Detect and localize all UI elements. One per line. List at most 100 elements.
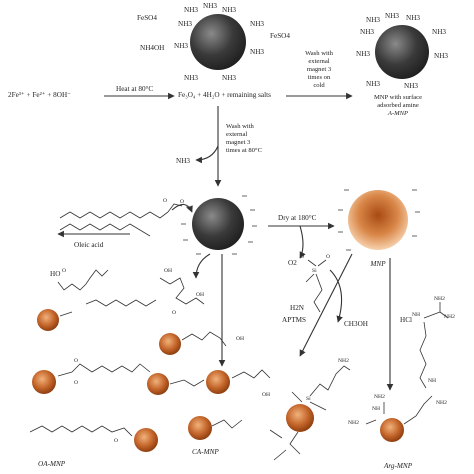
aptms-label: APTMS — [282, 316, 306, 324]
citric-acid-free — [159, 277, 205, 305]
amine-mnp-nh3-2: NH3 — [385, 12, 399, 20]
amine-mnp-nh3-8: NH3 — [366, 80, 380, 88]
center-particle-group — [181, 195, 257, 255]
hot-wash-line-2: external — [226, 131, 247, 138]
salt-label-a: FeSO4 — [137, 14, 157, 22]
arg-nh2-a: NH2 — [434, 296, 445, 302]
arg-nh-a: NH — [412, 312, 420, 318]
attack-arrow — [171, 203, 193, 213]
ca-particle — [206, 370, 230, 394]
oleic-chain-lower — [59, 223, 151, 237]
precursor-amine-5: NH3 — [250, 20, 264, 28]
cold-wash-line-4: times on — [308, 74, 331, 81]
ca-link-c — [231, 369, 271, 379]
amine-mnp-nh3-6: NH3 — [356, 50, 370, 58]
cold-wash-line-3: magnet 3 — [307, 66, 332, 73]
ca-particle — [188, 416, 212, 440]
amine-mnp-nh3-5: NH3 — [432, 28, 446, 36]
oa-particle — [134, 428, 158, 452]
methoxy-o: O — [326, 254, 330, 260]
silane-si-label: Si — [306, 396, 311, 402]
amine-mnp-nh3-3: NH3 — [406, 14, 420, 22]
aptms-reagent: Si O O H2N APTMS CH3OH — [282, 253, 368, 357]
center-mnp-particle — [192, 198, 244, 250]
cold-wash-line-2: external — [308, 58, 329, 65]
amine-mnp-label: A-MNP — [387, 110, 408, 117]
ca-particle — [159, 333, 181, 355]
arg-nh2-d: NH2 — [348, 420, 359, 426]
aptms-bonds — [305, 259, 327, 313]
oleic-acid-approach: O O Oleic acid — [57, 198, 193, 249]
amine-mnp-nh3-7: NH3 — [434, 52, 448, 60]
oa-link — [59, 311, 73, 317]
oxidized-mnp-particle — [348, 190, 408, 250]
precursor-amine-4: NH3 — [178, 20, 192, 28]
salt-label-b: FeSO4 — [270, 32, 290, 40]
silane-amine-label: NH2 — [338, 358, 349, 364]
precursor-amine-2: NH3 — [203, 2, 217, 10]
citric-attack-arrow — [192, 253, 211, 279]
citric-o: O — [172, 310, 176, 316]
precursor-amine-8: NH3 — [184, 74, 198, 82]
amine-mnp-caption-2: adsorbed amine — [377, 102, 419, 109]
arg-nh2-b: NH2 — [444, 314, 455, 320]
hot-wash-line-4: times at 80°C — [226, 147, 263, 154]
oleic-o: O — [114, 438, 118, 444]
precursor-amine-1: NH3 — [184, 6, 198, 14]
amine-mnp-nh3-4: NH3 — [360, 28, 374, 36]
hcl-label: HCl — [400, 316, 412, 324]
hot-wash-line-3: magnet 3 — [226, 139, 251, 146]
arg-mnp-label: Arg-MNP — [383, 462, 413, 470]
oxygen-label: O2 — [288, 259, 297, 267]
oxidized-mnp-group: MNP — [338, 189, 420, 268]
amine-mnp-group: NH3 NH3 NH3 NH3 NH3 NH3 NH3 NH3 NH3 MNP … — [356, 12, 448, 117]
siloxane-bonds — [289, 391, 327, 455]
precursor-amine-7: NH3 — [250, 48, 264, 56]
dry-step: Dry at 180°C O2 — [268, 214, 335, 267]
amine-mnp-nh3-9: NH3 — [404, 82, 418, 90]
precursor-amine-6: NH3 — [174, 42, 188, 50]
hot-wash-line-1: Wash with — [226, 123, 255, 130]
oleic-acid-label: Oleic acid — [74, 241, 104, 249]
arg-nh-b: NH — [428, 378, 436, 384]
dry-condition-label: Dry at 180°C — [278, 214, 317, 222]
oleic-o: O — [74, 358, 78, 364]
cold-wash-line-1: Wash with — [305, 50, 334, 57]
arg-mnp-group: NH2 NH2 NH NH2 Arg-MNP — [348, 394, 447, 470]
silicon-label: Si — [312, 268, 317, 274]
precursor-amine-3: NH3 — [222, 6, 236, 14]
citric-oh: OH — [262, 392, 270, 398]
hot-wash-step: Wash with external magnet 3 times at 80°… — [176, 106, 263, 187]
silane-mnp-group: Si NH2 — [269, 358, 351, 461]
products-label: Fe₃O₄ + 4H₂O + remaining salts — [178, 91, 271, 99]
released-ammonia-label: NH3 — [176, 157, 190, 165]
precursor-amine-9: NH3 — [222, 74, 236, 82]
siloxane-bonds-2 — [269, 429, 287, 461]
hydroxide-label: NH4OH — [140, 44, 164, 52]
methanol-release-arrow — [329, 269, 343, 323]
reactants-label: 2Fe³⁺ + Fe²⁺ + 8OH⁻ — [8, 91, 71, 99]
amine-mnp-particle — [375, 25, 429, 79]
ca-link-b — [169, 379, 205, 387]
carboxyl-o: O — [180, 199, 184, 205]
precursor-particle-group: NH3 NH3 NH3 NH3 NH3 NH3 NH3 NH3 NH3 FeSO… — [137, 2, 290, 82]
methoxy-o: O — [300, 254, 304, 260]
arg-nh-c: NH — [372, 406, 380, 412]
oleic-o: O — [62, 268, 66, 274]
amine-mnp-caption-1: MNP with surface — [374, 94, 422, 101]
ammonia-release-arrow — [195, 145, 219, 164]
arginine-bonds — [419, 302, 449, 389]
arg-nh2-c: NH2 — [374, 394, 385, 400]
coprecipitation-step: 2Fe³⁺ + Fe²⁺ + 8OH⁻ Heat at 80°C Fe₃O₄ +… — [8, 50, 353, 100]
amine-mnp-nh3-1: NH3 — [366, 16, 380, 24]
oa-mnp-group: HO O O O O OA-MNP — [29, 268, 158, 468]
arg-particle — [380, 418, 404, 442]
aptms-amine-label: H2N — [290, 304, 305, 312]
ca-mnp-group: OH OH O OH OH CA-MNP — [147, 253, 271, 456]
cold-wash-line-5: cold — [313, 82, 325, 89]
citric-oh: OH — [196, 292, 204, 298]
oa-particle — [37, 309, 59, 331]
methanol-label: CH3OH — [344, 320, 368, 328]
silane-particle — [286, 404, 314, 432]
